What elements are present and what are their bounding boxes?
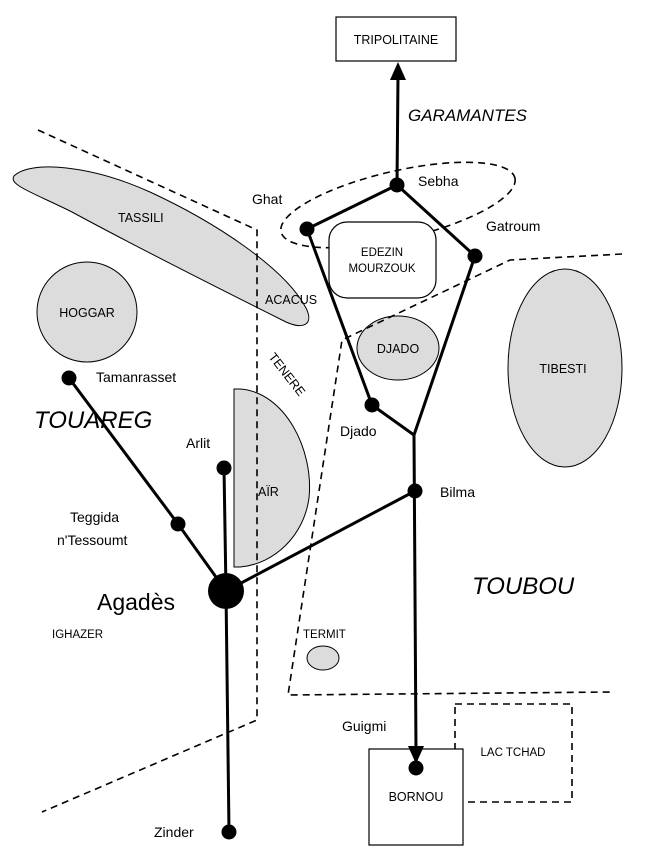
- label-hoggar: HOGGAR: [59, 306, 115, 320]
- marker-zinder: [221, 824, 237, 840]
- label-air: AÏR: [258, 485, 279, 499]
- label-bilma: Bilma: [440, 484, 475, 500]
- tassili-plateau: [12, 166, 310, 326]
- label-ighazer: IGHAZER: [52, 629, 103, 641]
- label-djado: Djado: [340, 423, 377, 439]
- tibesti-massif: [507, 268, 623, 468]
- route-agades-bilma: [224, 489, 417, 593]
- marker-djado: [364, 397, 380, 413]
- label-toubou: TOUBOU: [472, 573, 575, 600]
- edeyen-mourzouk-box: [328, 221, 437, 299]
- arrow-to-bornou: [408, 746, 424, 764]
- label-touareg: TOUAREG: [34, 407, 152, 434]
- marker-agades: [208, 573, 244, 609]
- label-arlit: Arlit: [186, 435, 210, 451]
- garamantes-area: [280, 161, 516, 249]
- marker-gatroum: [467, 248, 483, 264]
- marker-tamanrasset: [61, 370, 77, 386]
- label-tenere: TENERE: [266, 350, 308, 399]
- label-gatroum: Gatroum: [486, 218, 540, 234]
- marker-sebha: [389, 177, 405, 193]
- label-tripolitaine: TRIPOLITAINE: [354, 33, 439, 47]
- place-markers: [61, 177, 483, 840]
- label-teggida-2: n'Tessoumt: [57, 532, 127, 548]
- marker-arlit: [216, 460, 232, 476]
- label-lac-tchad: LAC TCHAD: [481, 747, 546, 759]
- label-guigmi: Guigmi: [342, 718, 386, 734]
- label-acacus: ACACUS: [265, 293, 317, 307]
- marker-ghat: [299, 221, 315, 237]
- route-junction-bornou: [412, 433, 418, 754]
- label-zinder: Zinder: [154, 824, 194, 840]
- label-termit: TERMIT: [303, 629, 346, 641]
- label-agades: Agadès: [97, 589, 175, 615]
- label-tamanrasset: Tamanrasset: [96, 369, 176, 385]
- route-arlit-agades: [222, 466, 228, 593]
- djado-plateau: [356, 315, 440, 381]
- label-tassili: TASSILI: [118, 211, 164, 225]
- toubou-boundary: [287, 253, 623, 696]
- marker-bilma: [407, 483, 423, 499]
- label-edeyen-2: MOURZOUK: [348, 263, 415, 275]
- label-bornou: BORNOU: [389, 790, 444, 804]
- route-sebha-tripolitaine: [395, 74, 400, 187]
- tripolitaine-box: [335, 16, 457, 62]
- hoggar-massif: [36, 261, 138, 363]
- label-djado-massif: DJADO: [377, 342, 420, 356]
- air-massif: [233, 388, 311, 568]
- arrow-to-tripolitaine: [390, 62, 406, 80]
- label-garamantes: GARAMANTES: [408, 106, 528, 125]
- route-fezzan-loop: [305, 183, 477, 437]
- label-ghat: Ghat: [252, 191, 282, 207]
- touareg-boundary: [37, 129, 258, 813]
- caravan-routes: [67, 62, 477, 834]
- label-tibesti: TIBESTI: [539, 362, 586, 376]
- marker-guigmi: [408, 760, 424, 776]
- label-edeyen-1: EDEZIN: [361, 247, 403, 259]
- marker-teggida: [170, 516, 186, 532]
- label-teggida-1: Teggida: [70, 509, 119, 525]
- label-sebha: Sebha: [418, 173, 459, 189]
- termit-massif: [306, 645, 340, 671]
- route-agades-zinder: [224, 589, 231, 834]
